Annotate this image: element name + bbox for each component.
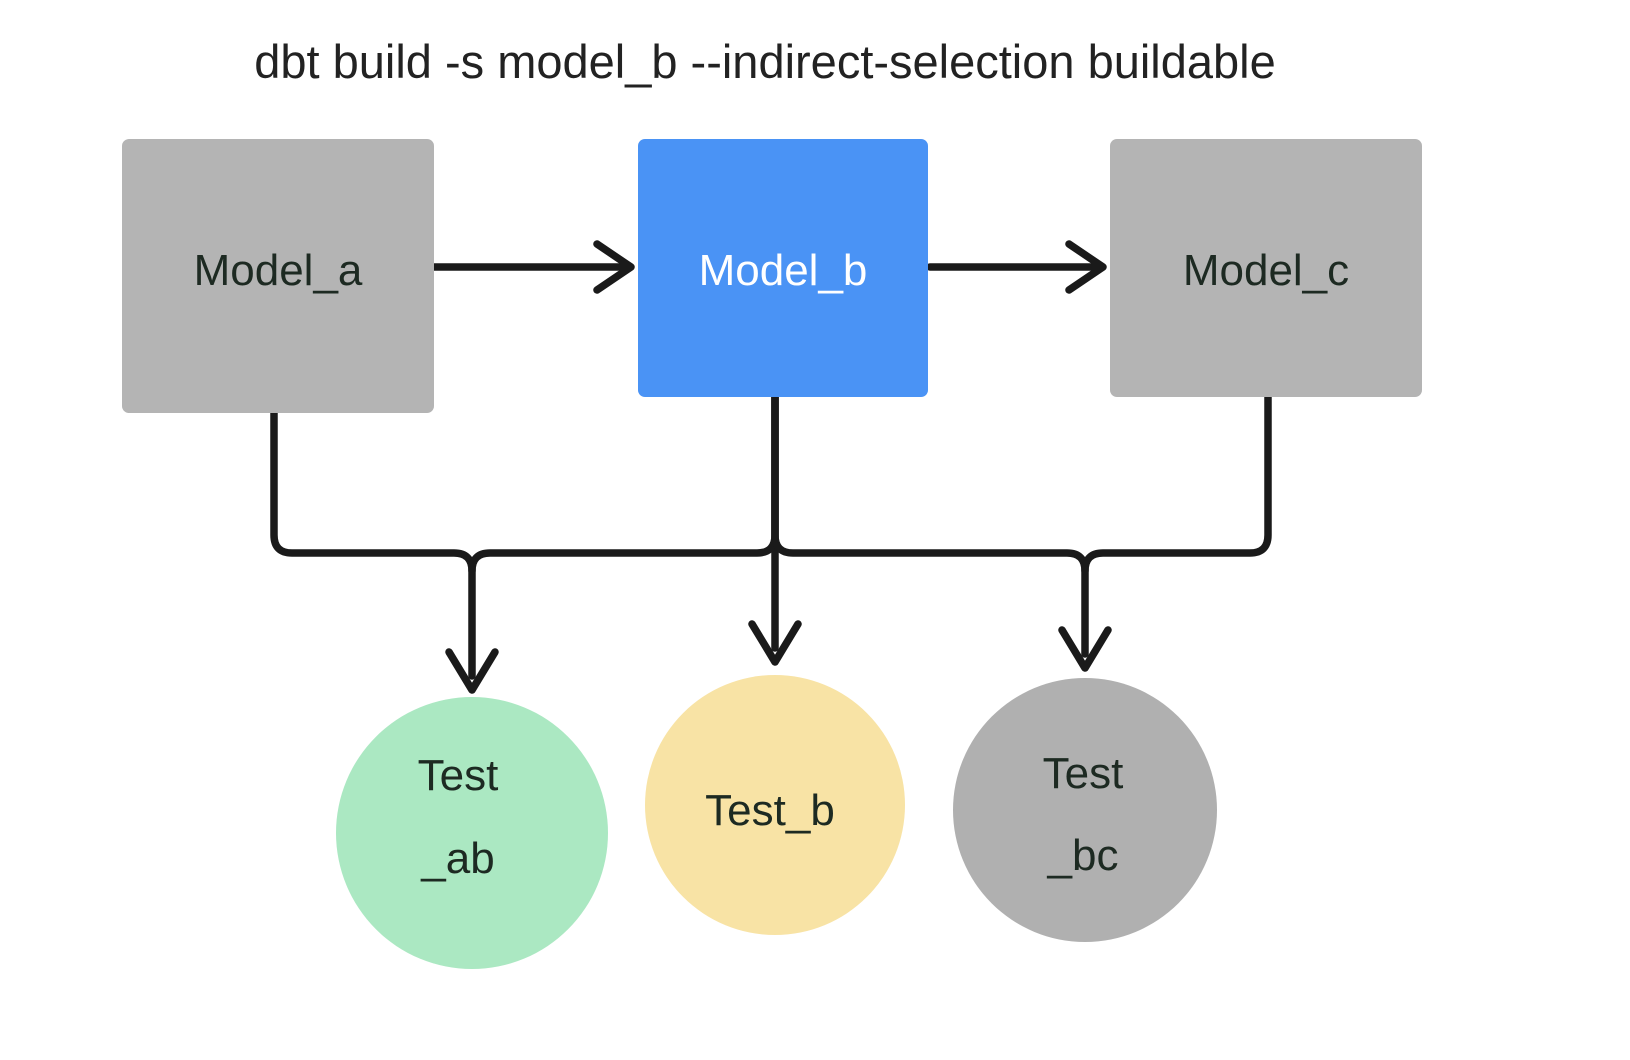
arrowhead-icon [445,648,499,694]
edge-shaft [1081,393,1272,575]
arrowhead-icon [593,240,635,294]
node-test-ab[interactable]: Test _ab [336,697,608,969]
node-test-bc[interactable]: Test _bc [953,678,1217,942]
node-model-b[interactable]: Model_b [638,139,928,397]
node-test-ab-shape[interactable] [336,697,608,969]
edge-model-c-to-test-bc [1081,393,1272,575]
arrowhead-icon [1065,240,1107,294]
node-model-a-shape[interactable] [122,139,434,413]
node-model-c-label: Model_c [1183,246,1349,295]
edge-model-b-to-model-c [926,240,1107,294]
node-test-b-label-line-1: Test_b [705,786,835,835]
node-test-ab-label-line-1: Test [418,751,499,800]
node-test-bc-label-line-2: _bc [1047,831,1119,880]
edge-model-b-to-test-bc [771,393,1112,672]
node-test-bc-shape[interactable] [953,678,1217,942]
node-test-b[interactable]: Test_b [645,675,905,935]
node-model-c[interactable]: Model_c [1110,139,1422,397]
edge-layer [270,240,1272,694]
node-model-a[interactable]: Model_a [122,139,434,413]
node-model-a-label: Model_a [194,246,363,295]
edge-model-b-to-test-ab [468,393,779,575]
node-model-b-label: Model_b [699,246,868,295]
arrowhead-icon [1058,626,1112,672]
model-node-layer: Model_a Model_b Model_c [122,139,1422,413]
edge-shaft [771,393,1089,658]
test-node-layer: Test _ab Test_b Test _bc [336,675,1217,969]
node-test-ab-label-line-2: _ab [420,834,494,883]
edge-model-a-to-model-b [430,240,635,294]
edge-model-a-to-test-ab [270,409,499,694]
edge-shaft [468,393,779,575]
node-test-b-shape[interactable] [645,675,905,935]
edge-shaft [270,409,476,680]
arrowhead-icon [748,620,802,666]
node-model-c-shape[interactable] [1110,139,1422,397]
node-test-bc-label-line-1: Test [1043,749,1124,798]
node-model-b-shape[interactable] [638,139,928,397]
page-title: dbt build -s model_b --indirect-selectio… [254,35,1276,88]
